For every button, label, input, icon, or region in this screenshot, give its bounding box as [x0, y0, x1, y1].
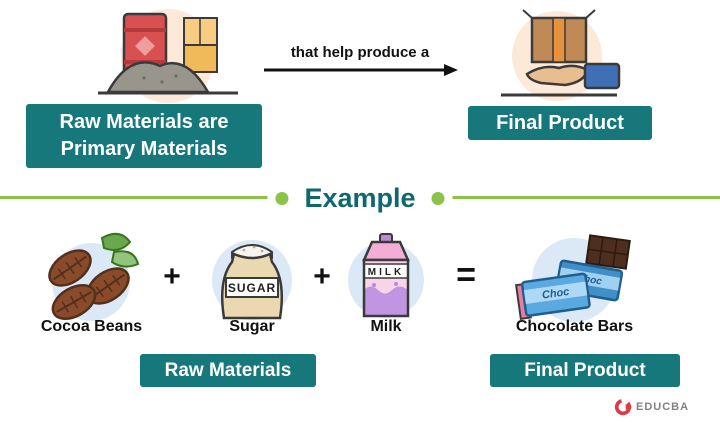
final-product-badge-top: Final Product	[468, 106, 652, 140]
raw-badge-line1: Raw Materials are	[59, 111, 229, 133]
cocoa-beans-icon	[48, 232, 140, 321]
plus-operator-2: +	[313, 260, 331, 293]
arrow-label: that help produce a	[290, 44, 430, 61]
final-product-icon	[501, 9, 621, 101]
brand-name: EDUCBA	[636, 401, 690, 413]
raw-materials-badge-bottom: Raw Materials	[140, 354, 316, 387]
educba-logo-icon	[614, 398, 632, 416]
raw-badge-line2: Primary Materials	[60, 138, 228, 160]
chocolate-bars-icon: Choc Choc	[514, 234, 631, 322]
example-heading-group: Example	[267, 182, 453, 214]
sugar-label: SUGAR	[228, 281, 276, 295]
equals-operator: =	[456, 256, 476, 294]
milk-label: MILK	[368, 267, 404, 278]
raw-materials-primary-badge: Raw Materials are Primary Materials	[26, 104, 262, 168]
milk-icon: MILK	[348, 233, 424, 318]
cocoa-beans-label: Cocoa Beans	[40, 318, 143, 335]
final-product-badge-bottom: Final Product	[490, 354, 680, 387]
divider-dot-right	[431, 191, 445, 205]
divider-dot-left	[275, 191, 289, 205]
sugar-item-label: Sugar	[229, 318, 275, 335]
example-title: Example	[304, 182, 416, 213]
chocolate-wrapper-label-front: Choc	[541, 286, 570, 302]
educba-logo: EDUCBA	[614, 398, 689, 416]
sugar-icon: SUGAR	[212, 240, 292, 320]
raw-materials-icon	[98, 9, 238, 103]
chocolate-bars-label: Chocolate Bars	[515, 318, 634, 335]
milk-item-label: Milk	[370, 318, 402, 335]
arrow-right-icon	[264, 64, 458, 76]
plus-operator-1: +	[163, 260, 181, 293]
